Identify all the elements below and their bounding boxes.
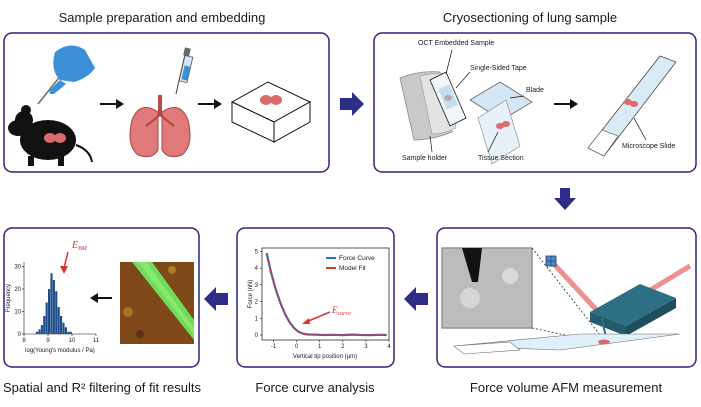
histogram-bar bbox=[52, 280, 55, 334]
force-xtick-label: 4 bbox=[387, 344, 391, 350]
histogram-bar bbox=[62, 322, 65, 334]
ecurve-annotation: Ecurve bbox=[331, 305, 351, 317]
histogram-bar bbox=[55, 291, 58, 334]
arrow-right-2 bbox=[198, 99, 222, 109]
force-curve-plot: -1 0 1 2 3 4 0 1 2 3 4 5 Force Curve Model Fit Ecu… bbox=[248, 247, 391, 360]
label-microscope-slide: Microscope Slide bbox=[622, 143, 675, 150]
title-afm: Force volume AFM measurement bbox=[470, 380, 663, 395]
oct-block-illustration bbox=[230, 81, 312, 143]
microscope-slide-illustration bbox=[587, 55, 677, 157]
histogram-xtick-label: 9 bbox=[46, 338, 50, 344]
histogram-xlabel: log(Young's modulus / Pa) bbox=[25, 348, 95, 354]
syringe bbox=[175, 47, 194, 95]
label-oct-sample: OCT Embedded Sample bbox=[418, 40, 494, 47]
arrow-left-map-to-hist bbox=[90, 293, 112, 303]
arrow-right-1 bbox=[100, 99, 124, 109]
force-ylabel: Force (nN) bbox=[248, 280, 254, 309]
histogram-bar bbox=[64, 327, 67, 334]
afm-illustration bbox=[441, 247, 692, 355]
gloved-hand bbox=[53, 45, 95, 82]
title-sample-prep: Sample preparation and embedding bbox=[59, 10, 266, 25]
ebm-annotation: EBM bbox=[71, 240, 88, 252]
force-ytick-label: 1 bbox=[255, 316, 259, 322]
spatial-modulus-map bbox=[120, 262, 194, 344]
cryostat-illustration bbox=[399, 49, 533, 165]
histogram-ytick-label: 30 bbox=[14, 265, 21, 271]
histogram-bar bbox=[40, 325, 43, 334]
histogram-xtick-label: 8 bbox=[22, 338, 26, 344]
lungs-syringe-illustration bbox=[129, 47, 194, 158]
force-ytick-label: 0 bbox=[255, 333, 259, 339]
histogram-bar bbox=[38, 329, 41, 334]
histogram-bar bbox=[48, 289, 51, 334]
force-xtick-label: 3 bbox=[364, 344, 368, 350]
histogram-bar bbox=[57, 307, 60, 334]
label-sample-holder: Sample holder bbox=[402, 155, 448, 162]
histogram-plot: 8 9 10 11 0 10 20 30 Frequency log(Young's mod… bbox=[6, 240, 100, 354]
histogram-bar bbox=[50, 273, 53, 334]
force-ytick-label: 2 bbox=[255, 300, 259, 306]
histogram-xtick-label: 11 bbox=[93, 338, 100, 344]
force-xtick-label: 1 bbox=[318, 344, 322, 350]
panel-force-curve bbox=[236, 227, 395, 368]
afm-tip-image bbox=[462, 248, 482, 282]
label-blade: Blade bbox=[526, 87, 544, 94]
arrow-left-to-histogram bbox=[204, 287, 228, 311]
arrow-down-to-afm bbox=[554, 188, 576, 210]
legend-model-fit: Model Fit bbox=[339, 265, 366, 272]
histogram-ytick-label: 10 bbox=[14, 310, 21, 316]
histogram-bar bbox=[69, 331, 72, 334]
force-ytick-label: 5 bbox=[255, 249, 259, 255]
title-cryo: Cryosectioning of lung sample bbox=[443, 10, 617, 25]
arrow-to-cryo bbox=[340, 92, 364, 116]
force-ytick-label: 4 bbox=[255, 266, 259, 272]
mouse-dissection-illustration bbox=[8, 45, 95, 166]
cantilever-holder bbox=[590, 284, 676, 326]
force-xtick-label: 2 bbox=[341, 344, 345, 350]
ebm-arrow bbox=[63, 251, 69, 269]
histogram-ytick-label: 20 bbox=[14, 287, 21, 293]
arrow-left-to-force bbox=[404, 287, 428, 311]
histogram-ylabel: Frequency bbox=[6, 284, 12, 312]
label-single-sided-tape: Single-Sided Tape bbox=[470, 65, 527, 72]
arrow-right-3 bbox=[554, 99, 578, 109]
ecurve-arrow bbox=[305, 311, 331, 323]
force-ytick-label: 3 bbox=[255, 283, 259, 289]
histogram-bar bbox=[60, 316, 63, 334]
histogram-bar bbox=[67, 331, 70, 334]
histogram-bar bbox=[45, 302, 48, 334]
histogram-xtick-label: 10 bbox=[69, 338, 76, 344]
histogram-bar bbox=[36, 331, 39, 334]
title-spatial: Spatial and R² filtering of fit results bbox=[3, 380, 201, 395]
title-force-curve: Force curve analysis bbox=[255, 380, 375, 395]
histogram-ytick-label: 0 bbox=[18, 332, 22, 338]
force-xlabel: Vertical tip position (µm) bbox=[293, 354, 357, 360]
label-tissue-section: Tissue Section bbox=[478, 155, 524, 162]
map-basement-membrane bbox=[132, 262, 194, 340]
force-plot-frame bbox=[261, 247, 390, 341]
histogram-bar bbox=[43, 316, 46, 334]
legend-force-curve: Force Curve bbox=[339, 255, 375, 262]
force-xtick-label: 0 bbox=[295, 344, 299, 350]
laser-beam-in bbox=[550, 260, 606, 320]
model-fit-series bbox=[266, 252, 387, 336]
force-xtick-label: -1 bbox=[271, 344, 277, 350]
